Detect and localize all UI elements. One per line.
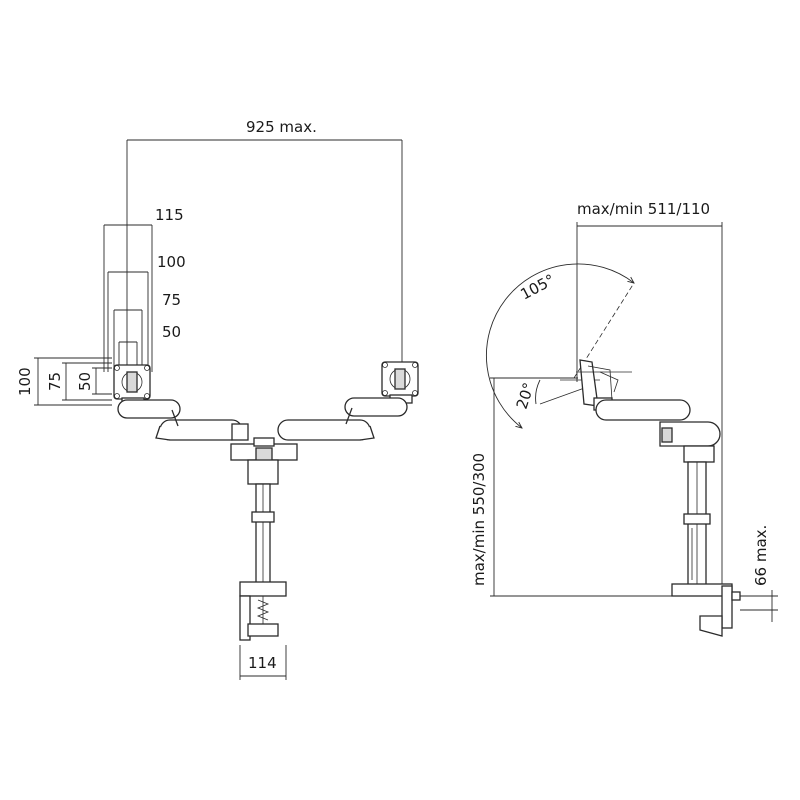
desk-label: 66 max. [752, 525, 770, 586]
width-label: 925 max. [246, 118, 317, 136]
vesa-horizontal-dimensions: 115 100 75 50 [103, 206, 186, 372]
vesa-vertical-dimensions: 100 75 50 [16, 357, 112, 406]
vesa-75-label: 75 [162, 291, 181, 309]
side-pole [683, 461, 711, 589]
left-arm [117, 399, 249, 441]
desk-dimension: 66 max. [740, 525, 778, 622]
side-view: max/min 511/110 105° 20° [470, 200, 778, 637]
clamp-dimension: 114 [239, 645, 287, 680]
vesa-100-label: 100 [157, 253, 186, 271]
front-clamp [239, 581, 287, 641]
front-view: 925 max. 115 100 75 50 100 [16, 118, 419, 680]
height-dimension: max/min 550/300 [470, 377, 690, 597]
side-arm [595, 399, 721, 463]
right-arm [277, 397, 408, 441]
center-hub [230, 437, 298, 485]
vesa-side-75-label: 75 [46, 372, 64, 391]
vesa-115-label: 115 [155, 206, 184, 224]
vesa-side-50-label: 50 [76, 372, 94, 391]
reach-dimension: max/min 511/110 [576, 200, 723, 596]
side-clamp [671, 583, 741, 637]
vesa-side-100-label: 100 [16, 367, 34, 396]
front-pole [251, 483, 275, 587]
width-dimension: 925 max. [126, 118, 403, 368]
right-vesa-plate [381, 361, 419, 404]
height-label: max/min 550/300 [470, 453, 488, 586]
vesa-50-label: 50 [162, 323, 181, 341]
tilt-down-label: 20° [513, 380, 538, 411]
reach-label: max/min 511/110 [577, 200, 710, 218]
tilt-up-label: 105° [517, 271, 557, 304]
clamp-label: 114 [248, 654, 277, 672]
